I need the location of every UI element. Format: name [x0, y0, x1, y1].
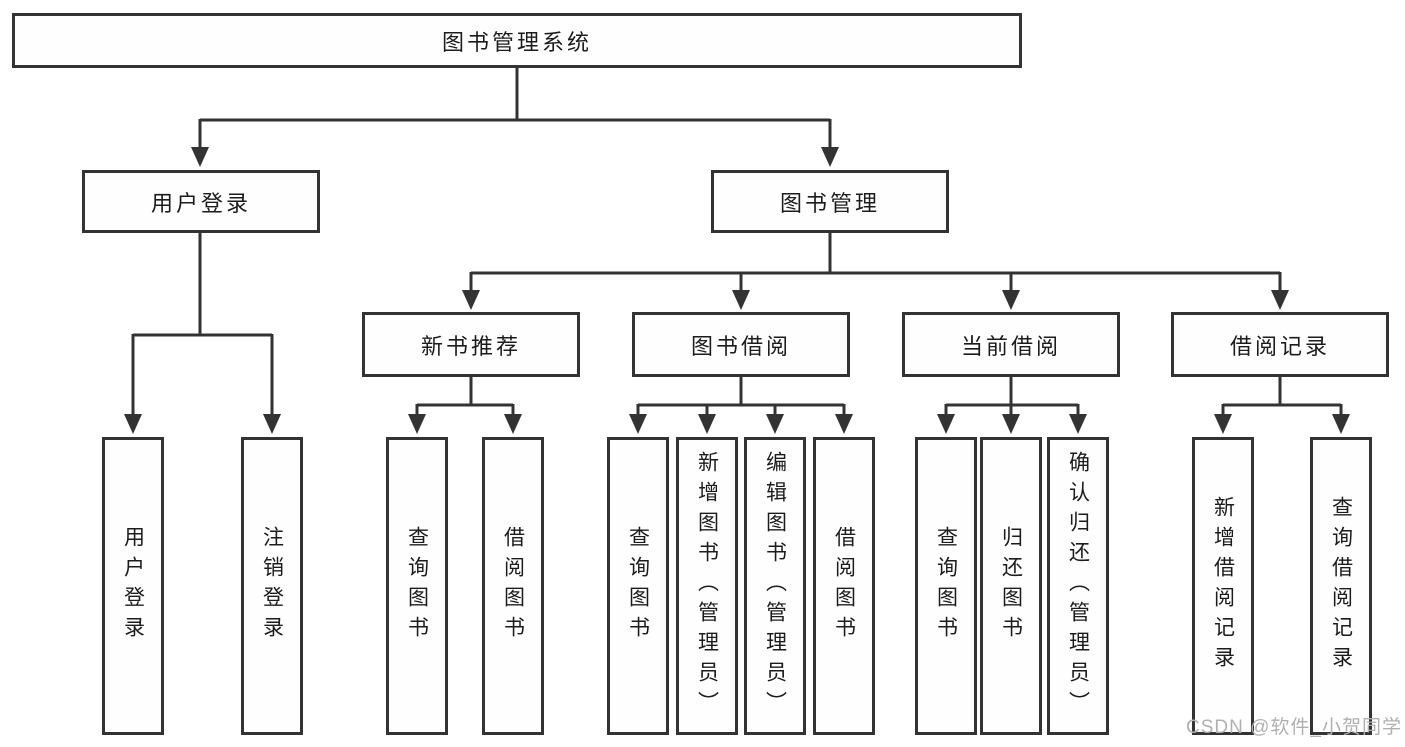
connector-line: [636, 377, 846, 417]
arrow-down-icon: [462, 290, 480, 310]
arrow-down-icon: [1332, 414, 1350, 434]
node-label: 查询图书: [626, 526, 650, 646]
leaf-query-books-borrowing: 查询图书: [607, 437, 669, 735]
arrow-down-icon: [1271, 290, 1289, 310]
connector-line: [469, 233, 1282, 293]
arrow-down-icon: [408, 414, 426, 434]
arrow-down-icon: [504, 414, 522, 434]
arrow-down-icon: [124, 414, 142, 434]
leaf-logout: 注销登录: [241, 437, 303, 735]
node-label: 归还图书: [999, 526, 1023, 646]
node-current-borrowing: 当前借阅: [902, 312, 1120, 377]
leaf-edit-books-admin: 编辑图书（管理员）: [744, 437, 806, 735]
connector-line: [415, 377, 515, 417]
node-label: 当前借阅: [960, 333, 1061, 359]
leaf-confirm-return-admin: 确认归还（管理员）: [1047, 437, 1109, 735]
arrow-down-icon: [263, 414, 281, 434]
node-label: 注销登录: [260, 526, 284, 646]
node-label: 用户登录: [150, 190, 251, 216]
arrow-down-icon: [821, 147, 839, 167]
leaf-borrow-books-recommend: 借阅图书: [482, 437, 544, 735]
arrow-down-icon: [698, 414, 716, 434]
node-label: 查询图书: [405, 526, 429, 646]
node-borrowing-records: 借阅记录: [1171, 312, 1389, 377]
node-label: 借阅图书: [832, 526, 856, 646]
node-label: 图书管理系统: [441, 29, 592, 55]
arrow-down-icon: [766, 414, 784, 434]
node-label: 查询借阅记录: [1329, 496, 1353, 676]
node-label: 用户登录: [121, 526, 145, 646]
leaf-add-books-admin: 新增图书（管理员）: [676, 437, 738, 735]
arrow-down-icon: [1002, 414, 1020, 434]
leaf-user-login: 用户登录: [102, 437, 164, 735]
node-label: 借阅图书: [501, 526, 525, 646]
node-new-book-recommend: 新书推荐: [362, 312, 580, 377]
connector-line: [131, 233, 274, 417]
leaf-query-borrow-record: 查询借阅记录: [1310, 437, 1372, 735]
connector-line: [944, 377, 1080, 417]
connector-line: [198, 68, 832, 150]
connector-line: [1221, 377, 1343, 417]
node-label: 新增图书（管理员）: [695, 451, 719, 721]
node-label: 图书管理: [779, 190, 880, 216]
node-label: 图书借阅: [690, 333, 791, 359]
arrow-down-icon: [1002, 290, 1020, 310]
node-label: 新书推荐: [420, 333, 521, 359]
leaf-borrow-books: 借阅图书: [813, 437, 875, 735]
leaf-query-books-current: 查询图书: [915, 437, 977, 735]
leaf-query-books-recommend: 查询图书: [386, 437, 448, 735]
arrow-down-icon: [1069, 414, 1087, 434]
arrow-down-icon: [937, 414, 955, 434]
node-label: 查询图书: [934, 526, 958, 646]
arrow-down-icon: [1214, 414, 1232, 434]
node-label: 新增借阅记录: [1211, 496, 1235, 676]
node-user-login: 用户登录: [82, 170, 320, 233]
arrow-down-icon: [835, 414, 853, 434]
watermark: CSDN @软件_小贺同学: [1186, 717, 1402, 738]
node-book-borrowing: 图书借阅: [632, 312, 850, 377]
node-label: 借阅记录: [1229, 333, 1330, 359]
node-label: 确认归还（管理员）: [1066, 451, 1090, 721]
node-label: 编辑图书（管理员）: [763, 451, 787, 721]
arrow-down-icon: [191, 147, 209, 167]
node-library-management-system: 图书管理系统: [12, 13, 1022, 68]
node-book-management: 图书管理: [711, 170, 949, 233]
leaf-add-borrow-record: 新增借阅记录: [1192, 437, 1254, 735]
arrow-down-icon: [629, 414, 647, 434]
leaf-return-books: 归还图书: [980, 437, 1042, 735]
arrow-down-icon: [732, 290, 750, 310]
